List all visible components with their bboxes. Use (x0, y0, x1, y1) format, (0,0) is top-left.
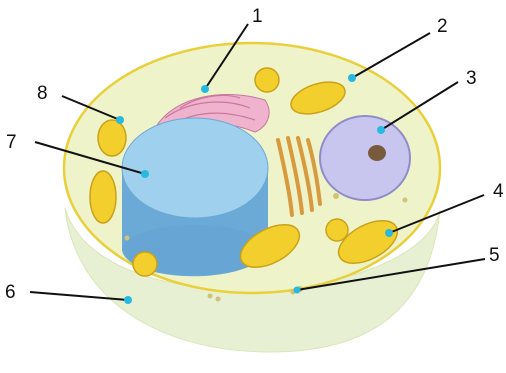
round-organelle (320, 116, 410, 200)
label-1: 1 (252, 7, 263, 26)
label-4: 4 (493, 182, 504, 201)
label-7: 7 (6, 133, 17, 152)
label-2: 2 (437, 17, 448, 36)
label-3: 3 (466, 69, 477, 88)
label-5: 5 (489, 246, 500, 265)
label-6: 6 (5, 283, 16, 302)
label-8: 8 (37, 84, 48, 103)
